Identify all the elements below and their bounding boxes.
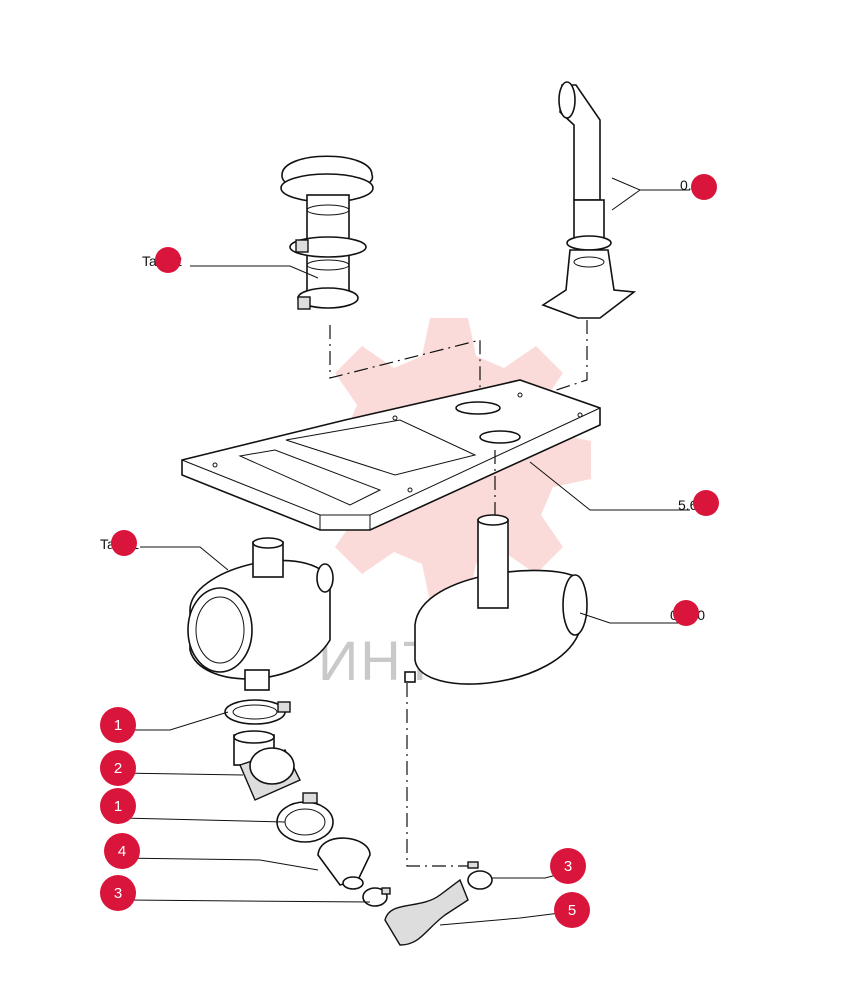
leader-5601 bbox=[529, 461, 690, 511]
small-clamp-right bbox=[467, 861, 493, 890]
leader-0530-mid bbox=[579, 612, 690, 624]
exhaust-pipe-assembly bbox=[541, 81, 637, 319]
callout-2-text: 2 bbox=[114, 760, 122, 777]
alignment-line-left bbox=[329, 325, 481, 405]
callout-3-left-text: 3 bbox=[114, 885, 122, 902]
rubber-connector bbox=[239, 747, 301, 801]
leader-tav22 bbox=[190, 265, 319, 279]
callout-5-text: 5 bbox=[568, 902, 576, 919]
ref-tav22-dot bbox=[155, 247, 181, 273]
callout-4-text: 4 bbox=[118, 843, 126, 860]
dust-valve bbox=[317, 837, 371, 890]
pre-cleaner-assembly bbox=[280, 155, 374, 310]
callout-5 bbox=[554, 892, 590, 928]
ref-0530-mid-dot bbox=[673, 600, 699, 626]
callout-3-right bbox=[550, 848, 586, 884]
callout-2 bbox=[100, 750, 136, 786]
ref-0530-top-dot bbox=[691, 174, 717, 200]
callout-4 bbox=[104, 833, 140, 869]
muffler bbox=[404, 514, 588, 685]
air-filter-housing bbox=[187, 537, 334, 691]
alignment-line-bottom bbox=[406, 683, 473, 867]
leader-c4 bbox=[119, 857, 319, 871]
mounting-plate bbox=[181, 379, 601, 531]
ref-tav11-dot bbox=[111, 530, 137, 556]
leader-tav11 bbox=[140, 546, 229, 571]
callout-1-upper-text: 1 bbox=[114, 717, 122, 734]
leader-c5 bbox=[439, 911, 569, 926]
leader-c2 bbox=[119, 772, 244, 776]
leader-c1a bbox=[120, 711, 229, 731]
ref-5601-dot bbox=[693, 490, 719, 516]
callout-3-right-text: 3 bbox=[564, 858, 572, 875]
small-clamp-left bbox=[362, 887, 391, 907]
leader-0530-top bbox=[611, 177, 690, 211]
callout-1-upper bbox=[100, 707, 136, 743]
hose-clamp-upper bbox=[224, 699, 291, 725]
leader-c1b bbox=[119, 817, 286, 823]
callout-1-lower-text: 1 bbox=[114, 798, 122, 815]
hose-clamp-lower bbox=[276, 792, 334, 843]
callout-1-lower bbox=[100, 788, 136, 824]
callout-3-left bbox=[100, 875, 136, 911]
leader-c3a bbox=[119, 899, 371, 903]
drain-hose bbox=[384, 878, 469, 946]
